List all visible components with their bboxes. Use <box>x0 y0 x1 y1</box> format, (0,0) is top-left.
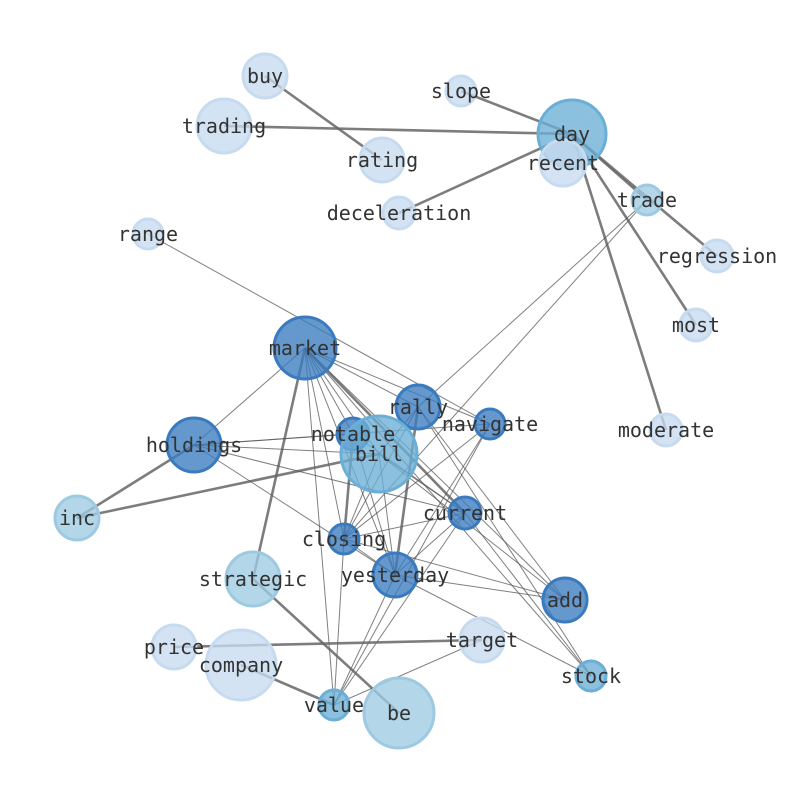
node-value <box>317 688 351 722</box>
node-label-add: add <box>547 588 583 612</box>
node-trading <box>195 97 253 155</box>
node-label-holdings: holdings <box>146 433 242 457</box>
labels-layer: buy slope trading day recent rating trade decel… <box>59 64 777 725</box>
node-label-inc: inc <box>59 506 95 530</box>
node-moderate <box>648 412 684 448</box>
node-label-stock: stock <box>561 664 621 688</box>
node-label-rally: rally <box>388 395 448 419</box>
node-closing <box>327 522 361 556</box>
edge-buy-rating <box>264 74 383 162</box>
edge-trade-rally <box>417 199 648 408</box>
node-label-strategic: strategic <box>199 567 307 591</box>
node-price <box>150 623 198 671</box>
node-label-target: target <box>446 628 518 652</box>
node-label-most: most <box>672 313 720 337</box>
edge-day-moderate <box>570 133 668 431</box>
node-navigate <box>473 407 507 441</box>
edge-navigate-closing <box>343 423 491 540</box>
edge-holdings-yesterday <box>193 444 396 576</box>
node-market <box>272 315 338 381</box>
edge-closing-add <box>343 538 566 601</box>
node-label-day: day <box>554 122 590 146</box>
node-buy <box>241 52 289 100</box>
node-strategic <box>224 550 282 608</box>
node-rally <box>394 383 442 431</box>
edge-trading-day <box>223 124 573 136</box>
node-regression <box>699 238 735 274</box>
node-rating <box>358 136 406 184</box>
node-label-price: price <box>144 635 204 659</box>
node-label-market: market <box>269 336 341 360</box>
node-bill <box>339 414 419 494</box>
node-label-trade: trade <box>617 188 677 212</box>
node-label-bill: bill <box>355 442 403 466</box>
node-target <box>458 616 506 664</box>
node-label-value: value <box>304 693 364 717</box>
edge-yesterday-value <box>333 574 396 706</box>
node-label-current: current <box>423 501 507 525</box>
edge-market-navigate <box>304 347 491 425</box>
edge-bill-inc <box>76 452 380 520</box>
edge-holdings-current <box>193 444 466 514</box>
node-label-yesterday: yesterday <box>341 563 449 587</box>
edge-day-most <box>570 133 698 326</box>
node-recent <box>538 138 588 188</box>
node-most <box>678 307 714 343</box>
edge-navigate-yesterday <box>394 423 491 576</box>
node-inc <box>53 494 101 542</box>
node-label-closing: closing <box>302 527 386 551</box>
edge-closing-value <box>333 538 345 706</box>
node-trade <box>630 183 664 217</box>
node-label-moderate: moderate <box>618 418 714 442</box>
edge-rally-stock <box>417 406 592 677</box>
node-deceleration <box>381 195 417 231</box>
edge-market-add <box>304 347 566 601</box>
node-stock <box>574 659 608 693</box>
node-add <box>541 576 589 624</box>
edge-market-strategic <box>251 347 307 580</box>
node-company <box>204 628 278 702</box>
node-current <box>447 495 483 531</box>
node-be <box>362 676 436 750</box>
node-label-recent: recent <box>527 151 599 175</box>
node-label-company: company <box>199 653 283 677</box>
node-range <box>131 217 165 251</box>
edge-target-value <box>333 639 483 706</box>
node-slope <box>444 74 478 108</box>
node-label-notable: notable <box>311 422 395 446</box>
node-yesterday <box>371 551 419 599</box>
node-label-buy: buy <box>247 64 283 88</box>
node-holdings <box>165 416 223 474</box>
node-label-be: be <box>387 701 411 725</box>
node-label-slope: slope <box>431 79 491 103</box>
node-label-regression: regression <box>657 244 777 268</box>
node-label-trading: trading <box>182 114 266 138</box>
node-label-range: range <box>118 222 178 246</box>
edge-rally-yesterday <box>393 406 420 576</box>
node-label-navigate: navigate <box>442 412 538 436</box>
node-label-deceleration: deceleration <box>327 201 472 225</box>
edge-yesterday-add <box>394 574 566 601</box>
node-label-rating: rating <box>346 148 418 172</box>
edge-rally-add <box>417 406 566 601</box>
edge-current-closing <box>343 512 466 540</box>
nodes-layer <box>53 52 735 750</box>
